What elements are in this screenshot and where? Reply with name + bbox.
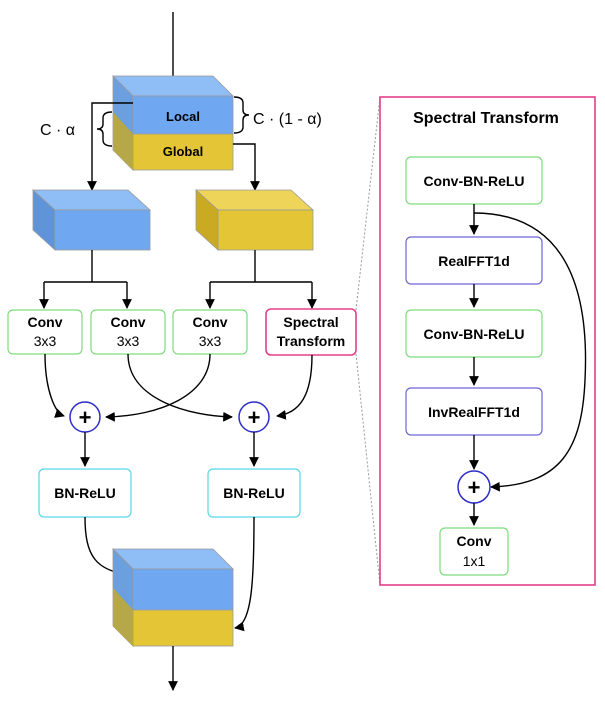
output-feature-block xyxy=(112,548,234,647)
right-add-symbol: + xyxy=(248,405,261,430)
global-label: Global xyxy=(163,144,203,159)
spectral-transform-box xyxy=(265,308,357,356)
left-add-symbol: + xyxy=(79,405,92,430)
global-local-to-left-adder xyxy=(105,353,211,422)
residual-skip-arrow xyxy=(473,212,587,492)
input-feature-block xyxy=(112,75,234,171)
spectral-add-symbol: + xyxy=(468,475,481,500)
conv-local-to-global-title: Conv xyxy=(111,314,146,330)
local-global-to-right-adder xyxy=(127,353,233,422)
global-output-arrow xyxy=(234,516,255,632)
global-ratio-brace xyxy=(233,96,250,134)
local-split-arrow xyxy=(87,102,133,191)
spectral-to-right-adder xyxy=(276,354,313,420)
bn-relu-left-label: BN-ReLU xyxy=(54,485,115,501)
local-label: Local xyxy=(166,109,200,124)
local-feature-slab xyxy=(31,189,152,251)
real-fft-label: RealFFT1d xyxy=(438,253,510,269)
global-feature-slab xyxy=(194,189,315,251)
inv-real-fft-label: InvRealFFT1d xyxy=(428,404,520,420)
detail-link-bottom xyxy=(355,353,381,586)
global-fork xyxy=(205,250,317,309)
spectral-transform-line2: Transform xyxy=(277,333,345,349)
conv-local-to-local-size: 3x3 xyxy=(34,333,57,349)
global-split-arrow xyxy=(233,143,260,191)
global-ratio-label: C · (1 - α) xyxy=(253,111,322,128)
conv-1x1-title: Conv xyxy=(457,533,492,549)
local-local-to-adder xyxy=(44,353,65,418)
conv-local-to-local-title: Conv xyxy=(28,314,63,330)
conv-bn-relu-1-label: Conv-BN-ReLU xyxy=(423,173,524,189)
local-fork xyxy=(39,250,132,309)
conv-1x1-size: 1x1 xyxy=(463,553,486,569)
bn-relu-right-label: BN-ReLU xyxy=(223,485,284,501)
conv-local-to-global-size: 3x3 xyxy=(117,333,140,349)
conv-global-to-local-size: 3x3 xyxy=(199,333,222,349)
local-ratio-brace xyxy=(96,111,113,147)
spectral-transform-line1: Spectral xyxy=(283,314,338,330)
spectral-panel-title: Spectral Transform xyxy=(413,110,559,127)
conv-1x1-box xyxy=(439,527,509,576)
conv-bn-relu-2-label: Conv-BN-ReLU xyxy=(423,326,524,342)
local-ratio-label: C · α xyxy=(40,122,75,139)
conv-global-to-local-title: Conv xyxy=(193,314,228,330)
detail-link-top xyxy=(355,96,381,311)
